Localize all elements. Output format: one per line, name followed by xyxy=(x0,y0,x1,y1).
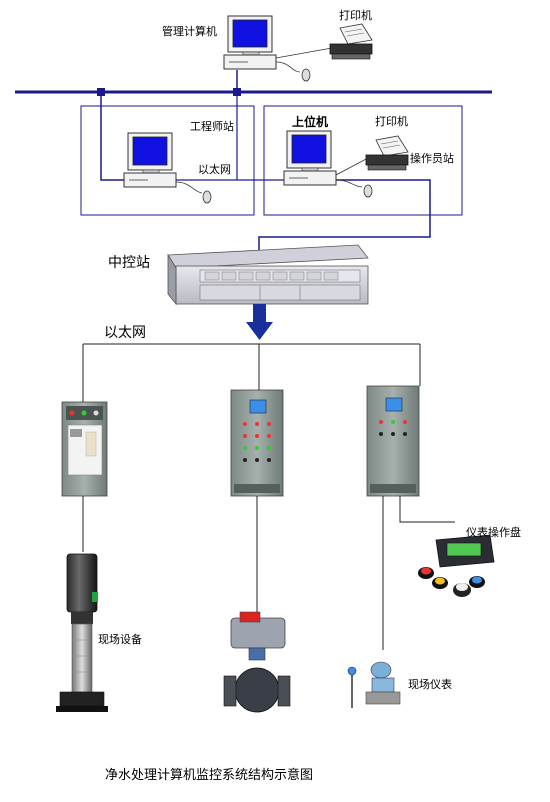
label-mgmt-pc: 管理计算机 xyxy=(162,25,217,38)
label-printer-op: 打印机 xyxy=(375,115,408,128)
electric-valve xyxy=(223,611,291,713)
cabinet-control-3 xyxy=(366,385,420,497)
pressure-transmitter xyxy=(365,661,401,705)
temperature-sensor xyxy=(347,666,357,708)
cabinet-control-2 xyxy=(230,389,284,497)
vertical-pump xyxy=(56,553,108,712)
management-computer xyxy=(223,15,333,82)
arrow-down xyxy=(246,304,273,340)
label-engineer-station: 工程师站 xyxy=(190,120,234,133)
label-field-instruments: 现场仪表 xyxy=(408,678,452,691)
label-central-station: 中控站 xyxy=(108,255,150,271)
diagram-caption: 净水处理计算机监控系统结构示意图 xyxy=(105,768,314,783)
label-ethernet-small: 以太网 xyxy=(198,163,231,176)
printer-top xyxy=(329,23,373,60)
central-control-rack xyxy=(167,244,369,306)
link-engineer xyxy=(100,92,124,181)
engineer-station-box xyxy=(80,105,255,216)
engineer-computer xyxy=(123,132,212,204)
label-ethernet-main: 以太网 xyxy=(104,325,146,341)
printer-operator xyxy=(365,135,409,171)
label-host-pc: 上位机 xyxy=(292,115,329,129)
cabinet-vfd xyxy=(61,401,108,497)
label-printer-top: 打印机 xyxy=(339,9,372,22)
label-instrument-panel: 仪表操作盘 xyxy=(466,526,521,539)
link-to-central xyxy=(258,179,431,250)
label-field-equipment: 现场设备 xyxy=(98,633,142,646)
operator-station-box xyxy=(263,105,463,216)
label-operator-station: 操作员站 xyxy=(410,152,454,165)
host-computer xyxy=(283,130,373,198)
instrument-panel xyxy=(418,534,495,597)
